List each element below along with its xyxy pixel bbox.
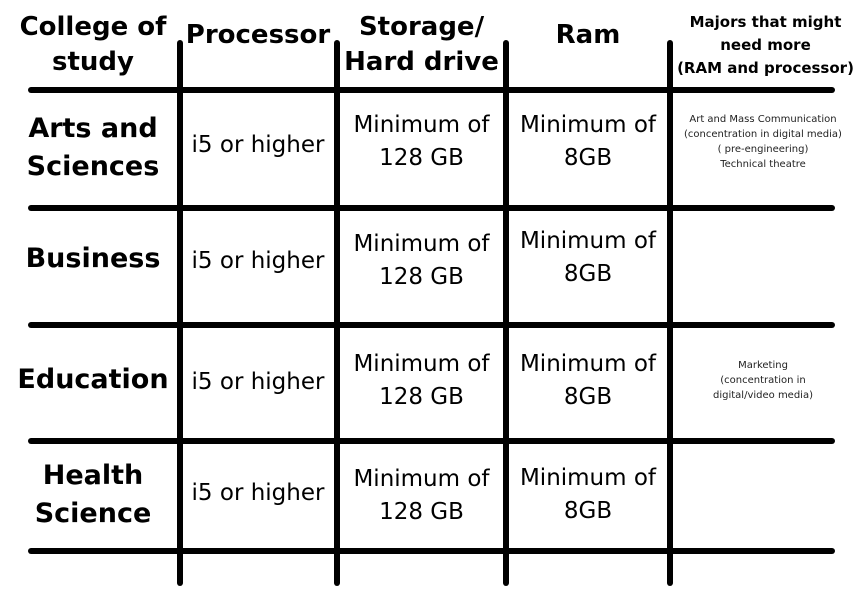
header-ram: Ram [555, 19, 621, 50]
majors-cell: Art and Mass Communication(concentration… [684, 114, 842, 170]
college-cell: Business [25, 243, 161, 274]
header-storage: Storage/Hard drive [344, 12, 499, 77]
column-divider-4 [667, 40, 673, 586]
processor-cell: i5 or higher [191, 131, 325, 158]
row-divider-1 [28, 87, 835, 93]
row-divider-4 [28, 438, 835, 444]
row-divider-2 [28, 205, 835, 211]
processor-cell: i5 or higher [191, 247, 325, 274]
row-divider-3 [28, 322, 835, 328]
column-divider-2 [334, 40, 340, 586]
column-divider-3 [503, 40, 509, 586]
processor-cell: i5 or higher [191, 479, 325, 506]
row-divider-5 [28, 548, 835, 554]
header-processor: Processor [185, 19, 331, 50]
college-cell: Education [17, 364, 169, 395]
processor-cell: i5 or higher [191, 368, 325, 395]
column-divider-1 [177, 40, 183, 586]
